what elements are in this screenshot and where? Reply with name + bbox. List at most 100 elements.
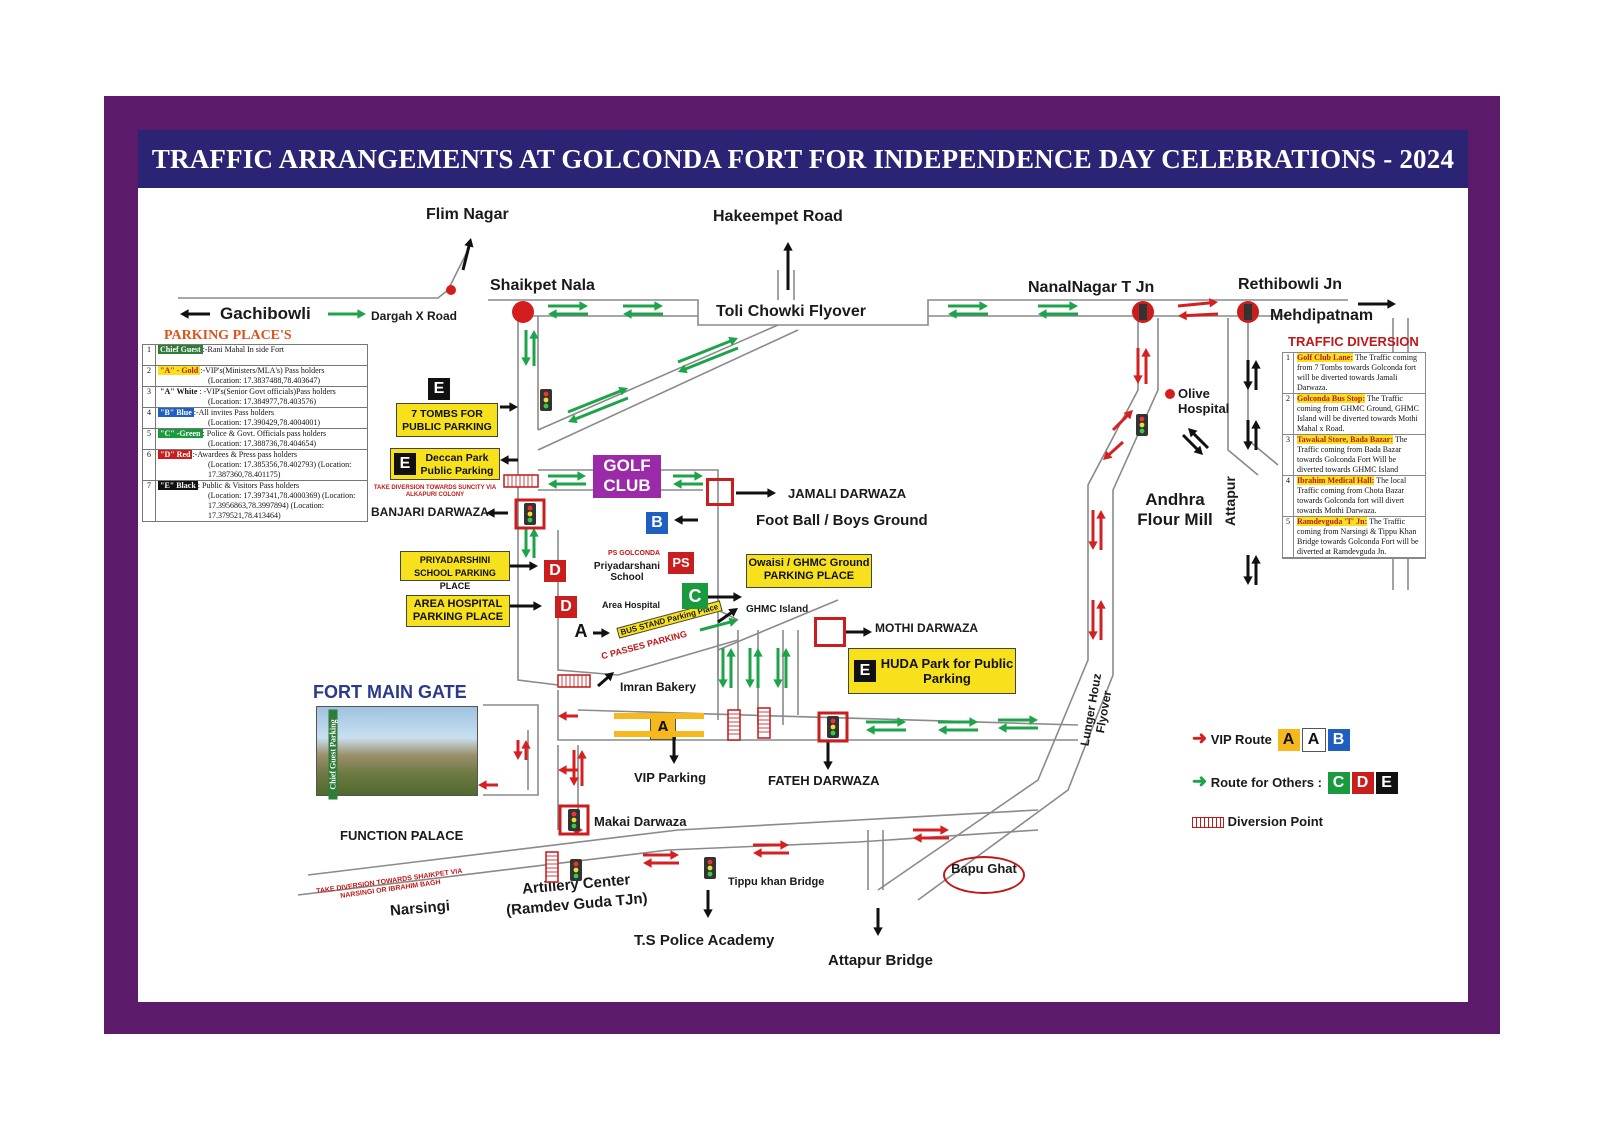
marker-e-seven-tombs: E xyxy=(428,378,450,400)
parking-row-tag: "A" White xyxy=(158,387,200,396)
parking-row-number: 6 xyxy=(142,449,156,481)
parking-row-desc: :-Awardees & Press pass holders xyxy=(192,450,298,459)
legend-vip-key-a-white: A xyxy=(1301,728,1326,752)
legend-vip-key-b: B xyxy=(1327,729,1350,751)
diversion-row-place: Tawakal Store, Bada Bazar: xyxy=(1297,435,1394,444)
parking-row-location: (Location: 17.385356,78.402793) (Locatio… xyxy=(208,460,352,479)
gate-jamali-darwaza xyxy=(706,478,734,506)
diversion-row-desc: The Traffic coming from 7 Tombs towards … xyxy=(1297,353,1417,392)
diversion-row-text: Golconda Bus Stop: The Traffic coming fr… xyxy=(1294,394,1425,434)
road-top-upper xyxy=(178,249,1348,326)
place-mehdipatnam: Mehdipatnam xyxy=(1270,307,1374,324)
parking-row: 7"E" Black: Public & Visitors Pass holde… xyxy=(142,480,368,522)
parking-row-location: (Location: 17.3837488,78.403647) xyxy=(208,376,320,385)
legend-key-e: E xyxy=(1375,772,1398,794)
place-hakeempet-road: Hakeempet Road xyxy=(713,208,843,225)
place-vip-parking: VIP Parking xyxy=(634,770,707,785)
parking-places-heading: PARKING PLACE'S xyxy=(164,328,292,343)
parking-row-tag: "D" Red xyxy=(158,450,193,459)
road-network xyxy=(178,249,1409,901)
place-toli-chowki-flyover: Toli Chowki Flyover xyxy=(716,303,866,320)
place-nanalnagar: NanalNagar T Jn xyxy=(1028,279,1155,296)
diversion-row-text: Ramdevguda 'T' Jn: The Traffic coming fr… xyxy=(1294,517,1425,557)
place-bapu-ghat: Bapu Ghat xyxy=(943,856,1025,894)
place-mothi-darwaza: MOTHI DARWAZA xyxy=(875,621,979,635)
parking-row-desc: :-Rani Mahal In side Fort xyxy=(202,345,284,354)
parking-row-location: (Location: 17.397341,78.4000369) (Locati… xyxy=(208,491,356,520)
diversion-row-number: 5 xyxy=(1283,517,1294,557)
place-gachibowli: Gachibowli xyxy=(220,304,311,323)
road-toli-diagonal xyxy=(537,324,799,451)
parking-row-tag: "E" Black xyxy=(158,481,198,490)
diversion-row-desc: The local Traffic coming from Chota Baza… xyxy=(1297,476,1407,515)
diversion-row-desc: The Traffic coming from Bada Bazar towar… xyxy=(1297,435,1408,474)
place-olive-hospital: Olive Hospital xyxy=(1178,386,1230,416)
place-fort-main-gate: FORT MAIN GATE xyxy=(313,682,467,702)
map-canvas: TRAFFIC ARRANGEMENTS AT GOLCONDA FORT FO… xyxy=(138,130,1468,1002)
parking-row-number: 1 xyxy=(142,344,156,366)
parking-row-number: 2 xyxy=(142,365,156,387)
place-flim-nagar: Flim Nagar xyxy=(426,206,509,223)
legend-vip-key-a-gold: A xyxy=(1277,729,1300,751)
parking-row-location: (Location: 17.388736,78.404654) xyxy=(208,439,316,448)
road-fort-to-fateh xyxy=(557,690,1079,741)
place-fateh-darwaza: FATEH DARWAZA xyxy=(768,773,880,788)
parking-row-text: "A" White: -VIP's(Senior Govt officials)… xyxy=(155,386,368,408)
marker-d-hospital: D xyxy=(555,596,577,618)
marker-ps: PS xyxy=(668,552,694,574)
parking-row-number: 3 xyxy=(142,386,156,408)
diversion-row-number: 2 xyxy=(1283,394,1294,434)
parking-row-desc: :-VIP's(Ministers/MLA's) Pass holders xyxy=(200,366,325,375)
diversion-point-icon xyxy=(1192,817,1224,829)
legend-vip-route-label: VIP Route xyxy=(1210,732,1272,747)
parking-row-number: 5 xyxy=(142,428,156,450)
traffic-diversion-heading: TRAFFIC DIVERSION xyxy=(1288,334,1419,349)
parking-row-text: "C" -Green: Police & Govt. Officials pas… xyxy=(155,428,368,450)
parking-huda-park: HUDA Park for Public Parking xyxy=(848,648,1016,694)
place-makai-darwaza: Makai Darwaza xyxy=(594,814,687,829)
diversion-row-number: 3 xyxy=(1283,435,1294,475)
marker-a-bus-stand: A xyxy=(574,621,588,641)
place-priyadarshani-school: Priyadarshani School xyxy=(593,561,661,583)
road-attapur-bridge xyxy=(867,830,884,890)
legend-diversion-label: Diversion Point xyxy=(1227,814,1323,829)
place-attapur-bridge: Attapur Bridge xyxy=(828,952,933,969)
fort-gate-outline xyxy=(483,704,539,796)
chief-guest-parking-label: Chief Guest Parking xyxy=(328,709,338,800)
parking-row-tag: "A" - Gold xyxy=(158,366,201,375)
road-right-vertical xyxy=(877,318,1159,901)
diversion-row-text: Ibrahim Medical Hall: The local Traffic … xyxy=(1294,476,1425,516)
diversion-row-text: Tawakal Store, Bada Bazar: The Traffic c… xyxy=(1294,435,1425,475)
parking-priyadarshini-school: PRIYADARSHINI SCHOOL PARKING PLACE xyxy=(400,551,510,591)
diversion-row-desc: The Traffic coming from GHMC Ground, GHM… xyxy=(1297,394,1419,433)
diversion-row-place: Golconda Bus Stop: xyxy=(1297,394,1366,403)
marker-e-huda: E xyxy=(854,660,876,682)
place-tippu-khan-bridge: Tippu khan Bridge xyxy=(728,876,825,888)
parking-row-text: Chief Guest:-Rani Mahal In side Fort xyxy=(155,344,368,366)
parking-row: 5"C" -Green: Police & Govt. Officials pa… xyxy=(142,428,368,450)
place-ps-golconda: PS GOLCONDA xyxy=(608,550,661,557)
parking-row-desc: : Police & Govt. Officials pass holders xyxy=(202,429,327,438)
road-hakeempet xyxy=(777,270,795,300)
parking-row-desc: : -VIP's(Senior Govt officials)Pass hold… xyxy=(199,387,336,396)
parking-row: 4"B" Blue:-All invites Pass holders(Loca… xyxy=(142,407,368,429)
parking-row: 3"A" White: -VIP's(Senior Govt officials… xyxy=(142,386,368,408)
marker-b: B xyxy=(646,512,668,534)
place-shaikpet-nala: Shaikpet Nala xyxy=(490,277,595,294)
legend-diversion-point: Diversion Point xyxy=(1192,814,1323,829)
legend-key-d: D xyxy=(1351,772,1374,794)
diversion-row-place: Ibrahim Medical Hall: xyxy=(1297,476,1375,485)
parking-seven-tombs: 7 TOMBS FOR PUBLIC PARKING xyxy=(396,403,498,437)
parking-row-text: "A" - Gold:-VIP's(Ministers/MLA's) Pass … xyxy=(155,365,368,387)
diversion-row-place: Golf Club Lane: xyxy=(1297,353,1354,362)
place-banjari-darwaza: BANJARI DARWAZA xyxy=(371,505,489,519)
diversion-row-desc: The Traffic coming from Narsingi & Tippu… xyxy=(1297,517,1419,556)
place-andhra-flour-mill: Andhra Flour Mill xyxy=(1137,490,1213,529)
